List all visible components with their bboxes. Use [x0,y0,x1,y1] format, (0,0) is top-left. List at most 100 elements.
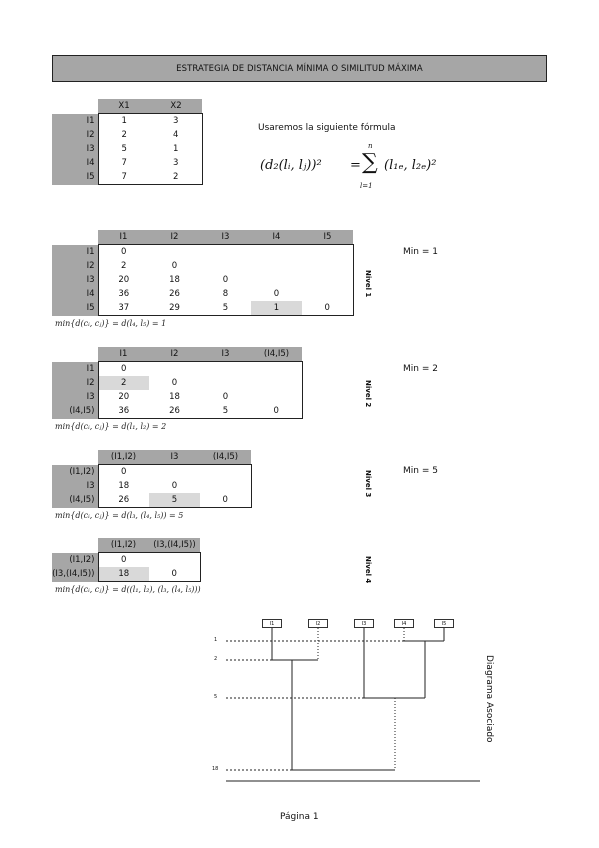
leaf-i4: I4 [394,619,414,628]
column-header: I3 [200,230,251,245]
table-cell: 2 [150,170,203,185]
column-header: (I3,(I4,I5)) [149,538,200,553]
row-header: I3 [52,479,98,493]
formula-lhs: (d₂(lᵢ, lⱼ))² [260,158,322,173]
table-cell: 36 [97,287,149,301]
nivel-label: Nivel 4 [364,556,372,584]
table-cell: 20 [97,273,149,287]
min-label: Min = 2 [403,364,438,374]
level-label: 2 [214,656,218,662]
table-cell [149,244,200,259]
column-header: I3 [200,347,251,362]
min-formula-note: min{d(cᵢ, cⱼ)} = d(l₁, l₂) = 2 [55,422,167,431]
row-header: (I1,I2) [52,552,98,567]
table-cell [251,390,303,404]
formula-sum-bottom: l=1 [360,182,373,190]
row-header: I4 [52,287,98,301]
table-cell: 0 [171,261,178,271]
table-cell: 0 [97,464,149,479]
table-cell: 5 [200,404,251,419]
formula-rhs: (l₁ₑ, l₂ₑ)² [384,158,437,173]
table-cell [200,244,251,259]
min-label: Min = 1 [403,247,438,257]
min-cell: 18 [97,567,149,582]
table-cell: 1 [97,113,150,128]
row-header: I1 [52,244,98,259]
row-header: I1 [52,113,98,128]
table-cell: 0 [171,378,178,388]
table-cell: 18 [97,479,149,493]
row-header: (I1,I2) [52,464,98,479]
table-cell: 2 [97,259,149,273]
data-table: X1 X2 I1 1 3 I2 2 4 I3 5 1 I4 7 3 I5 7 2 [52,99,203,185]
table-cell [302,244,354,259]
min-label: Min = 5 [403,466,438,476]
table-cell: 0 [97,552,149,567]
table-cell: 3 [150,113,203,128]
row-header: (I4,I5) [52,493,98,508]
row-header: (I3,(I4,I5)) [52,567,98,582]
column-header: I1 [98,347,149,362]
table-cell: 7 [97,156,150,170]
row-header: I2 [52,259,98,273]
row-header: I5 [52,301,98,316]
table-cell: 18 [169,275,180,285]
level-label: 18 [212,766,219,772]
table-cell [200,361,251,376]
leaf-i5: I5 [434,619,454,628]
table-cell: 2 [97,128,150,142]
level-label: 1 [214,637,218,643]
row-header: I5 [52,170,98,185]
nivel-label: Nivel 1 [364,270,372,298]
leaf-i1: I1 [262,619,282,628]
table-cell [302,273,354,287]
column-header: X1 [98,99,150,114]
table-cell: 1 [150,142,203,156]
row-header: I3 [52,142,98,156]
column-header: I2 [149,347,200,362]
level-label: 5 [214,694,218,700]
formula-sum-top: n [368,142,373,150]
row-header: I4 [52,156,98,170]
table-cell: 0 [149,567,201,582]
table-cell [149,361,200,376]
formula-eq: = [350,158,361,173]
table-cell: 0 [222,392,229,402]
column-header: I1 [98,230,149,245]
diagram-title: Diagrama Asociado [484,655,494,743]
table-cell: 0 [171,481,178,491]
table-cell: 20 [97,390,149,404]
table-cell: 0 [222,275,229,285]
table-cell: 0 [97,244,149,259]
column-header: I5 [302,230,353,245]
row-header: I3 [52,390,98,404]
table-cell [200,479,252,493]
table-cell: 37 [97,301,149,316]
table-cell: 4 [150,128,203,142]
table-cell: 36 [97,404,149,419]
table-cell [200,464,252,479]
table-cell: 0 [200,493,252,508]
table-cell [302,259,354,273]
leaf-i3: I3 [354,619,374,628]
distance-matrix-level-4: (I1,I2) (I3,(I4,I5)) (I1,I2) 0 (I3,(I4,I… [52,538,201,582]
formula-sum-symbol: ∑ [362,150,378,175]
column-header: (I4,I5) [200,450,251,465]
min-formula-note: min{d(cᵢ, cⱼ)} = d((l₁, l₂), (l₃, (l₄, l… [55,585,201,594]
table-cell [251,376,303,390]
table-cell [149,552,201,567]
min-formula-note: min{d(cᵢ, cⱼ)} = d(l₃, (l₄, l₅)) = 5 [55,511,184,520]
nivel-label: Nivel 3 [364,470,372,498]
row-header: I3 [52,273,98,287]
table-cell [149,464,200,479]
distance-matrix-level-2: I1 I2 I3 (I4,I5) I1 0 I2 2 0 I3 20 18 0 … [52,347,303,419]
column-header: (I1,I2) [98,538,149,553]
table-cell: 26 [149,404,200,419]
table-cell [251,244,302,259]
distance-matrix-level-1: I1 I2 I3 I4 I5 I1 0 I2 2 0 I3 20 18 0 I4… [52,230,354,316]
row-header: I2 [52,128,98,142]
column-header: X2 [150,99,202,114]
table-cell: 26 [97,493,149,508]
table-cell: 7 [97,170,150,185]
